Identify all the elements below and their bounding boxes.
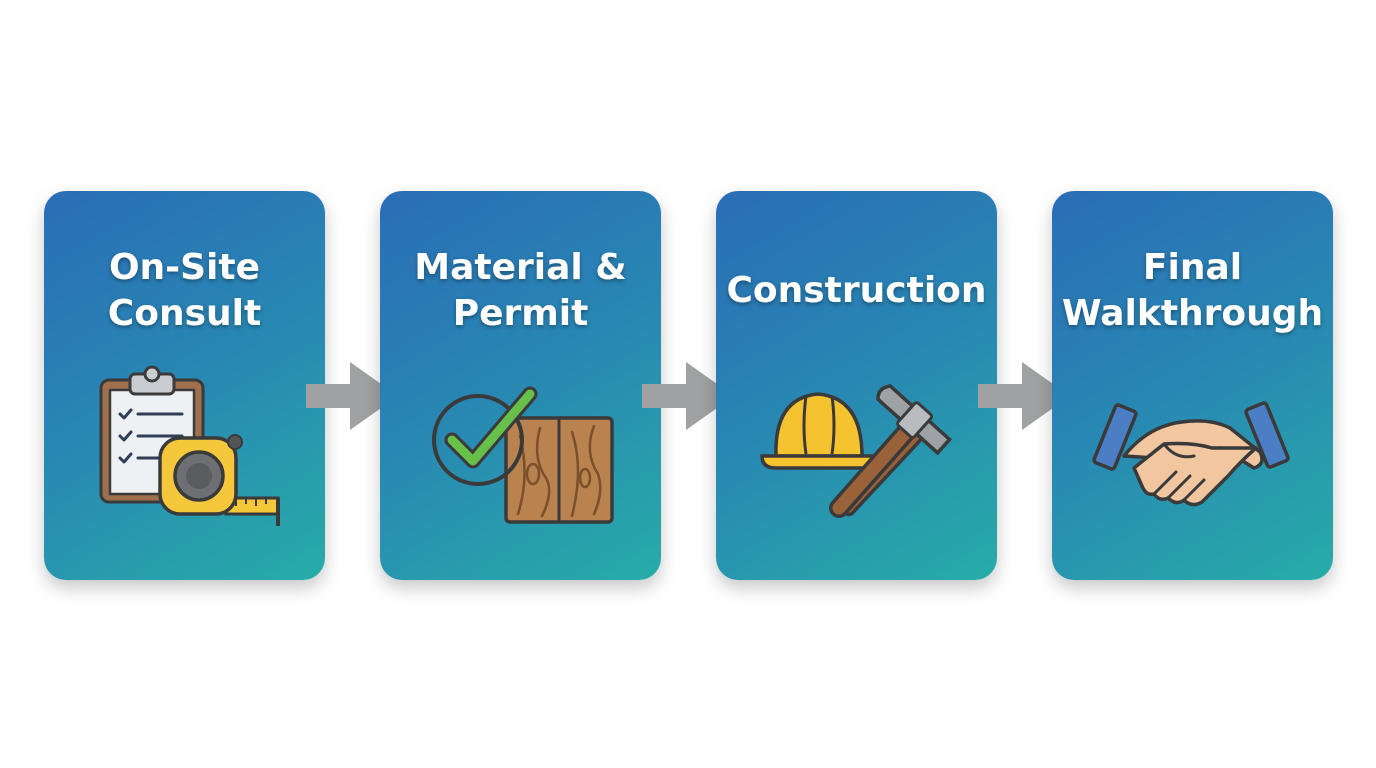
step-title-line1: On-Site <box>108 247 261 288</box>
step-title-line1: Final <box>1142 247 1243 288</box>
handshake-icon <box>1092 401 1290 507</box>
step-title-line2: Walkthrough <box>1061 293 1324 334</box>
step-card-on-site-consult: On-Site Consult <box>44 191 325 580</box>
step-title-line1: Construction <box>726 270 987 311</box>
step-title-line1: Material & <box>414 247 627 288</box>
flow-arrow <box>306 362 398 430</box>
step-card-final-walkthrough: Final Walkthrough <box>1052 191 1333 580</box>
step-card-material-permit: Material & Permit <box>380 191 661 580</box>
clipboard-tape-measure-icon <box>99 365 280 526</box>
step-title: Final Walkthrough <box>1052 245 1333 337</box>
step-card-construction: Construction <box>716 191 997 580</box>
step-title-line2: Permit <box>452 293 589 334</box>
step-title-line2: Consult <box>107 293 262 334</box>
flow-arrow <box>642 362 734 430</box>
step-title: Material & Permit <box>380 245 661 337</box>
step-title: Construction <box>716 268 997 314</box>
checkmark-wood-icon <box>432 386 614 524</box>
hardhat-hammer-icon <box>760 384 953 518</box>
flow-arrow <box>978 362 1070 430</box>
step-title: On-Site Consult <box>44 245 325 337</box>
